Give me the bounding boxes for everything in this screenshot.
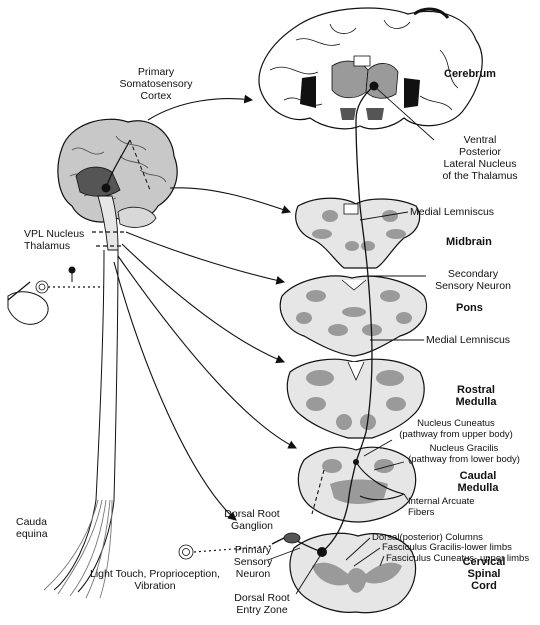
label-line: Lateral Nucleus bbox=[443, 158, 517, 170]
label-line: Light Touch, Proprioception, bbox=[90, 568, 220, 580]
label-dorsal-root-entry-zone: Dorsal Root Entry Zone bbox=[222, 592, 302, 616]
whole-brain bbox=[57, 118, 178, 251]
label-line: (pathway from lower body) bbox=[408, 454, 520, 465]
rostral-medulla-section bbox=[286, 358, 425, 439]
label-line: Entry Zone bbox=[236, 604, 288, 616]
label-line: equina bbox=[16, 528, 48, 540]
label-line: Spinal bbox=[467, 568, 501, 580]
label-line: Fibers bbox=[408, 507, 435, 518]
label-line: Dorsal Root bbox=[234, 592, 290, 604]
label-line: Cord bbox=[471, 580, 497, 592]
label-cauda-equina: Cauda equina bbox=[16, 516, 48, 540]
label-nucleus-gracilis: Nucleus Gracilis (pathway from lower bod… bbox=[398, 443, 530, 465]
label-line: Posterior bbox=[458, 146, 501, 158]
label-fasciculus-gracilis: Fasciculus Gracilis-lower limbs bbox=[382, 542, 512, 553]
label-line: VPL Nucleus bbox=[24, 228, 85, 240]
label-line: Medulla bbox=[455, 396, 497, 408]
label-midbrain: Midbrain bbox=[446, 236, 492, 248]
label-internal-arcuate-fibers: Internal Arcuate Fibers bbox=[408, 496, 475, 518]
label-primary-sensory-neuron: Primary Sensory Neuron bbox=[224, 544, 282, 580]
pons-section bbox=[279, 275, 428, 357]
label-line: Ventral bbox=[463, 134, 497, 146]
label-line: Rostral bbox=[457, 384, 495, 396]
label-line: Medulla bbox=[457, 482, 499, 494]
label-vpl-nucleus-thalamus: VPL Nucleus Thalamus bbox=[24, 228, 84, 252]
label-medial-lemniscus-lower: Medial Lemniscus bbox=[426, 334, 511, 346]
label-line: Vibration bbox=[134, 580, 176, 592]
label-line: Thalamus bbox=[24, 240, 71, 252]
cerebrum-section bbox=[258, 7, 483, 130]
label-line: Cervical bbox=[462, 556, 506, 568]
label-fasciculus-cuneatus: Fasciculus Cuneatus- upper limbs bbox=[386, 553, 530, 564]
leader-lines bbox=[267, 85, 435, 595]
label-nucleus-cuneatus: Nucleus Cuneatus (pathway from upper bod… bbox=[390, 418, 522, 440]
caudal-medulla-section bbox=[297, 446, 417, 523]
label-line: Caudal bbox=[459, 470, 497, 482]
label-cervical-spinal-cord: Cervical Spinal Cord bbox=[454, 556, 514, 592]
label-line: Dorsal Root bbox=[224, 508, 280, 520]
label-rostral-medulla: Rostral Medulla bbox=[444, 384, 508, 408]
label-line: Primary bbox=[234, 544, 272, 556]
internal-arcuate-path bbox=[355, 461, 405, 501]
label-line: Sensory bbox=[233, 556, 273, 568]
dorsal-root-ganglion bbox=[178, 532, 301, 560]
projection-arrows bbox=[113, 94, 297, 521]
hand-stimulus bbox=[7, 266, 104, 325]
label-line: Nucleus Gracilis bbox=[429, 443, 499, 454]
label-dorsal-columns: Dorsal(posterior) Columns bbox=[372, 532, 483, 543]
spinal-cord bbox=[43, 249, 119, 599]
label-medial-lemniscus-upper: Medial Lemniscus bbox=[410, 206, 495, 218]
label-dorsal-root-ganglion: Dorsal Root Ganglion bbox=[212, 508, 292, 532]
label-line: Ganglion bbox=[230, 520, 274, 532]
label-primary-somatosensory-cortex: Primary Somatosensory Cortex bbox=[108, 66, 204, 102]
label-line: Cortex bbox=[140, 90, 172, 102]
label-line: Internal Arcuate bbox=[408, 496, 475, 507]
label-cerebrum: Cerebrum bbox=[444, 68, 496, 80]
label-line: Nucleus Cuneatus bbox=[417, 418, 495, 429]
label-line: of the Thalamus bbox=[442, 170, 518, 182]
label-stimuli: Light Touch, Proprioception, Vibration bbox=[72, 568, 238, 592]
label-line: Cauda bbox=[16, 516, 47, 528]
label-pons: Pons bbox=[456, 302, 483, 314]
label-line: Primary bbox=[137, 66, 175, 78]
label-caudal-medulla: Caudal Medulla bbox=[446, 470, 510, 494]
label-secondary-sensory-neuron: Secondary Sensory Neuron bbox=[418, 268, 528, 292]
cervical-cord-section bbox=[289, 532, 417, 614]
label-line: Secondary bbox=[447, 268, 499, 280]
label-line: Somatosensory bbox=[119, 78, 193, 90]
label-vpl-thalamus-right: Ventral Posterior Lateral Nucleus of the… bbox=[428, 134, 532, 182]
label-line: Sensory Neuron bbox=[435, 280, 511, 292]
midbrain-section bbox=[295, 197, 421, 269]
label-line: (pathway from upper body) bbox=[399, 429, 513, 440]
label-line: Neuron bbox=[235, 568, 271, 580]
